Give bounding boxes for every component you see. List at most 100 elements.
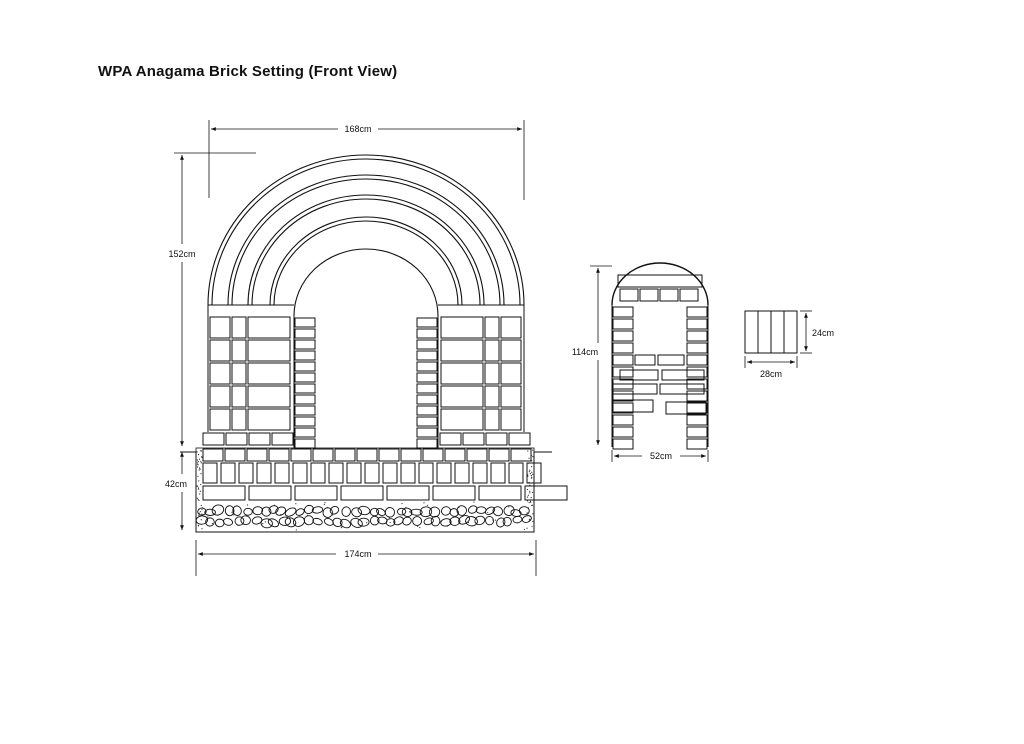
sand-dot xyxy=(529,484,531,486)
gravel-stone xyxy=(329,506,340,515)
brick xyxy=(231,362,247,385)
brick xyxy=(440,362,484,385)
sand-dot xyxy=(526,496,529,498)
diagram-title: WPA Anagama Brick Setting (Front View) xyxy=(98,63,398,80)
base-brick xyxy=(310,462,326,484)
sand-dot xyxy=(199,493,201,495)
brick xyxy=(209,362,231,385)
sand-dot xyxy=(473,501,475,503)
sand-dot xyxy=(198,458,201,460)
sand-dot xyxy=(246,504,249,506)
gravel-stone xyxy=(222,518,234,526)
base-brick xyxy=(202,485,246,501)
label-base-height: 42cm xyxy=(165,479,187,489)
base-brick xyxy=(312,448,334,462)
sand-dot xyxy=(508,506,510,508)
jamb-brick xyxy=(294,405,316,416)
base-brick xyxy=(248,485,292,501)
sand-dot xyxy=(394,499,396,501)
sand-dot xyxy=(523,528,525,531)
sand-dot xyxy=(197,454,200,456)
jamb-brick xyxy=(416,372,438,383)
base-brick xyxy=(364,462,380,484)
base-brick xyxy=(466,448,488,462)
gravel-stone xyxy=(211,504,225,516)
sand-dot xyxy=(231,511,233,513)
sand-dot xyxy=(467,521,470,524)
sand-dot xyxy=(196,466,199,468)
base-brick xyxy=(220,462,236,484)
gravel-stone xyxy=(492,506,504,517)
gravel-stone xyxy=(485,515,495,526)
sand-dot xyxy=(527,507,530,509)
sand-dot xyxy=(529,473,531,475)
gravel-stone xyxy=(322,507,333,518)
sand-dot xyxy=(264,521,266,523)
sand-dot xyxy=(526,488,529,491)
door-brick xyxy=(639,288,659,302)
base-brick xyxy=(356,448,378,462)
door-brick xyxy=(686,354,708,366)
gravel-stone xyxy=(376,508,386,516)
base-brick xyxy=(346,462,362,484)
base-brick xyxy=(224,448,246,462)
jamb-brick xyxy=(294,394,316,405)
gravel-stone xyxy=(304,504,314,515)
brick xyxy=(485,432,508,446)
label-brick-width: 28cm xyxy=(760,369,782,379)
door-brick xyxy=(612,342,634,354)
gravel-stone xyxy=(369,507,380,517)
jamb-brick xyxy=(416,361,438,372)
sand-dot xyxy=(405,506,407,509)
sand-dot xyxy=(201,507,204,509)
sand-dot xyxy=(200,504,202,507)
door-brick xyxy=(686,414,708,426)
brick xyxy=(231,316,247,339)
gravel-stone xyxy=(224,505,235,517)
gravel-stone xyxy=(521,515,532,523)
sand-dot xyxy=(531,525,533,527)
sand-dot xyxy=(423,502,425,504)
gravel-stone xyxy=(260,518,273,529)
sand-dot xyxy=(197,487,200,489)
gravel-stone xyxy=(465,516,478,527)
door-brick xyxy=(612,399,654,413)
brick xyxy=(202,432,225,446)
base-brick xyxy=(444,448,466,462)
arch-rings xyxy=(207,154,525,317)
base-brick xyxy=(386,485,430,501)
gravel-stone xyxy=(261,506,272,517)
base-brick xyxy=(334,448,356,462)
sand-dot xyxy=(532,456,534,458)
gravel-stone xyxy=(357,505,371,516)
label-main-height: 152cm xyxy=(168,249,195,259)
gravel-stone xyxy=(428,506,441,518)
sand-dot xyxy=(196,451,198,453)
base-brick xyxy=(400,462,416,484)
sand-dot xyxy=(417,525,419,527)
sand-dot xyxy=(528,481,530,483)
sand-dot xyxy=(198,469,200,471)
sand-dot xyxy=(494,519,497,521)
jamb-brick xyxy=(294,339,316,350)
sand-dot xyxy=(487,511,489,514)
gravel-stone xyxy=(410,508,423,516)
sand-dot xyxy=(530,466,533,468)
sand-dot xyxy=(531,460,533,462)
door-brick xyxy=(617,274,703,288)
door-brick xyxy=(659,288,679,302)
wall-brickwork xyxy=(202,316,531,449)
sand-dot xyxy=(198,488,200,490)
base-brick xyxy=(436,462,452,484)
brick xyxy=(500,362,522,385)
door-brick xyxy=(612,426,634,438)
door-brick xyxy=(612,383,658,395)
sand-dot xyxy=(201,509,203,511)
sand-dot xyxy=(327,506,329,509)
jamb-brick xyxy=(294,427,316,438)
jamb-brick xyxy=(294,350,316,361)
sand-dot xyxy=(389,521,391,524)
gravel-stone xyxy=(351,507,363,518)
base-brick xyxy=(400,448,422,462)
sand-dot xyxy=(527,450,529,452)
